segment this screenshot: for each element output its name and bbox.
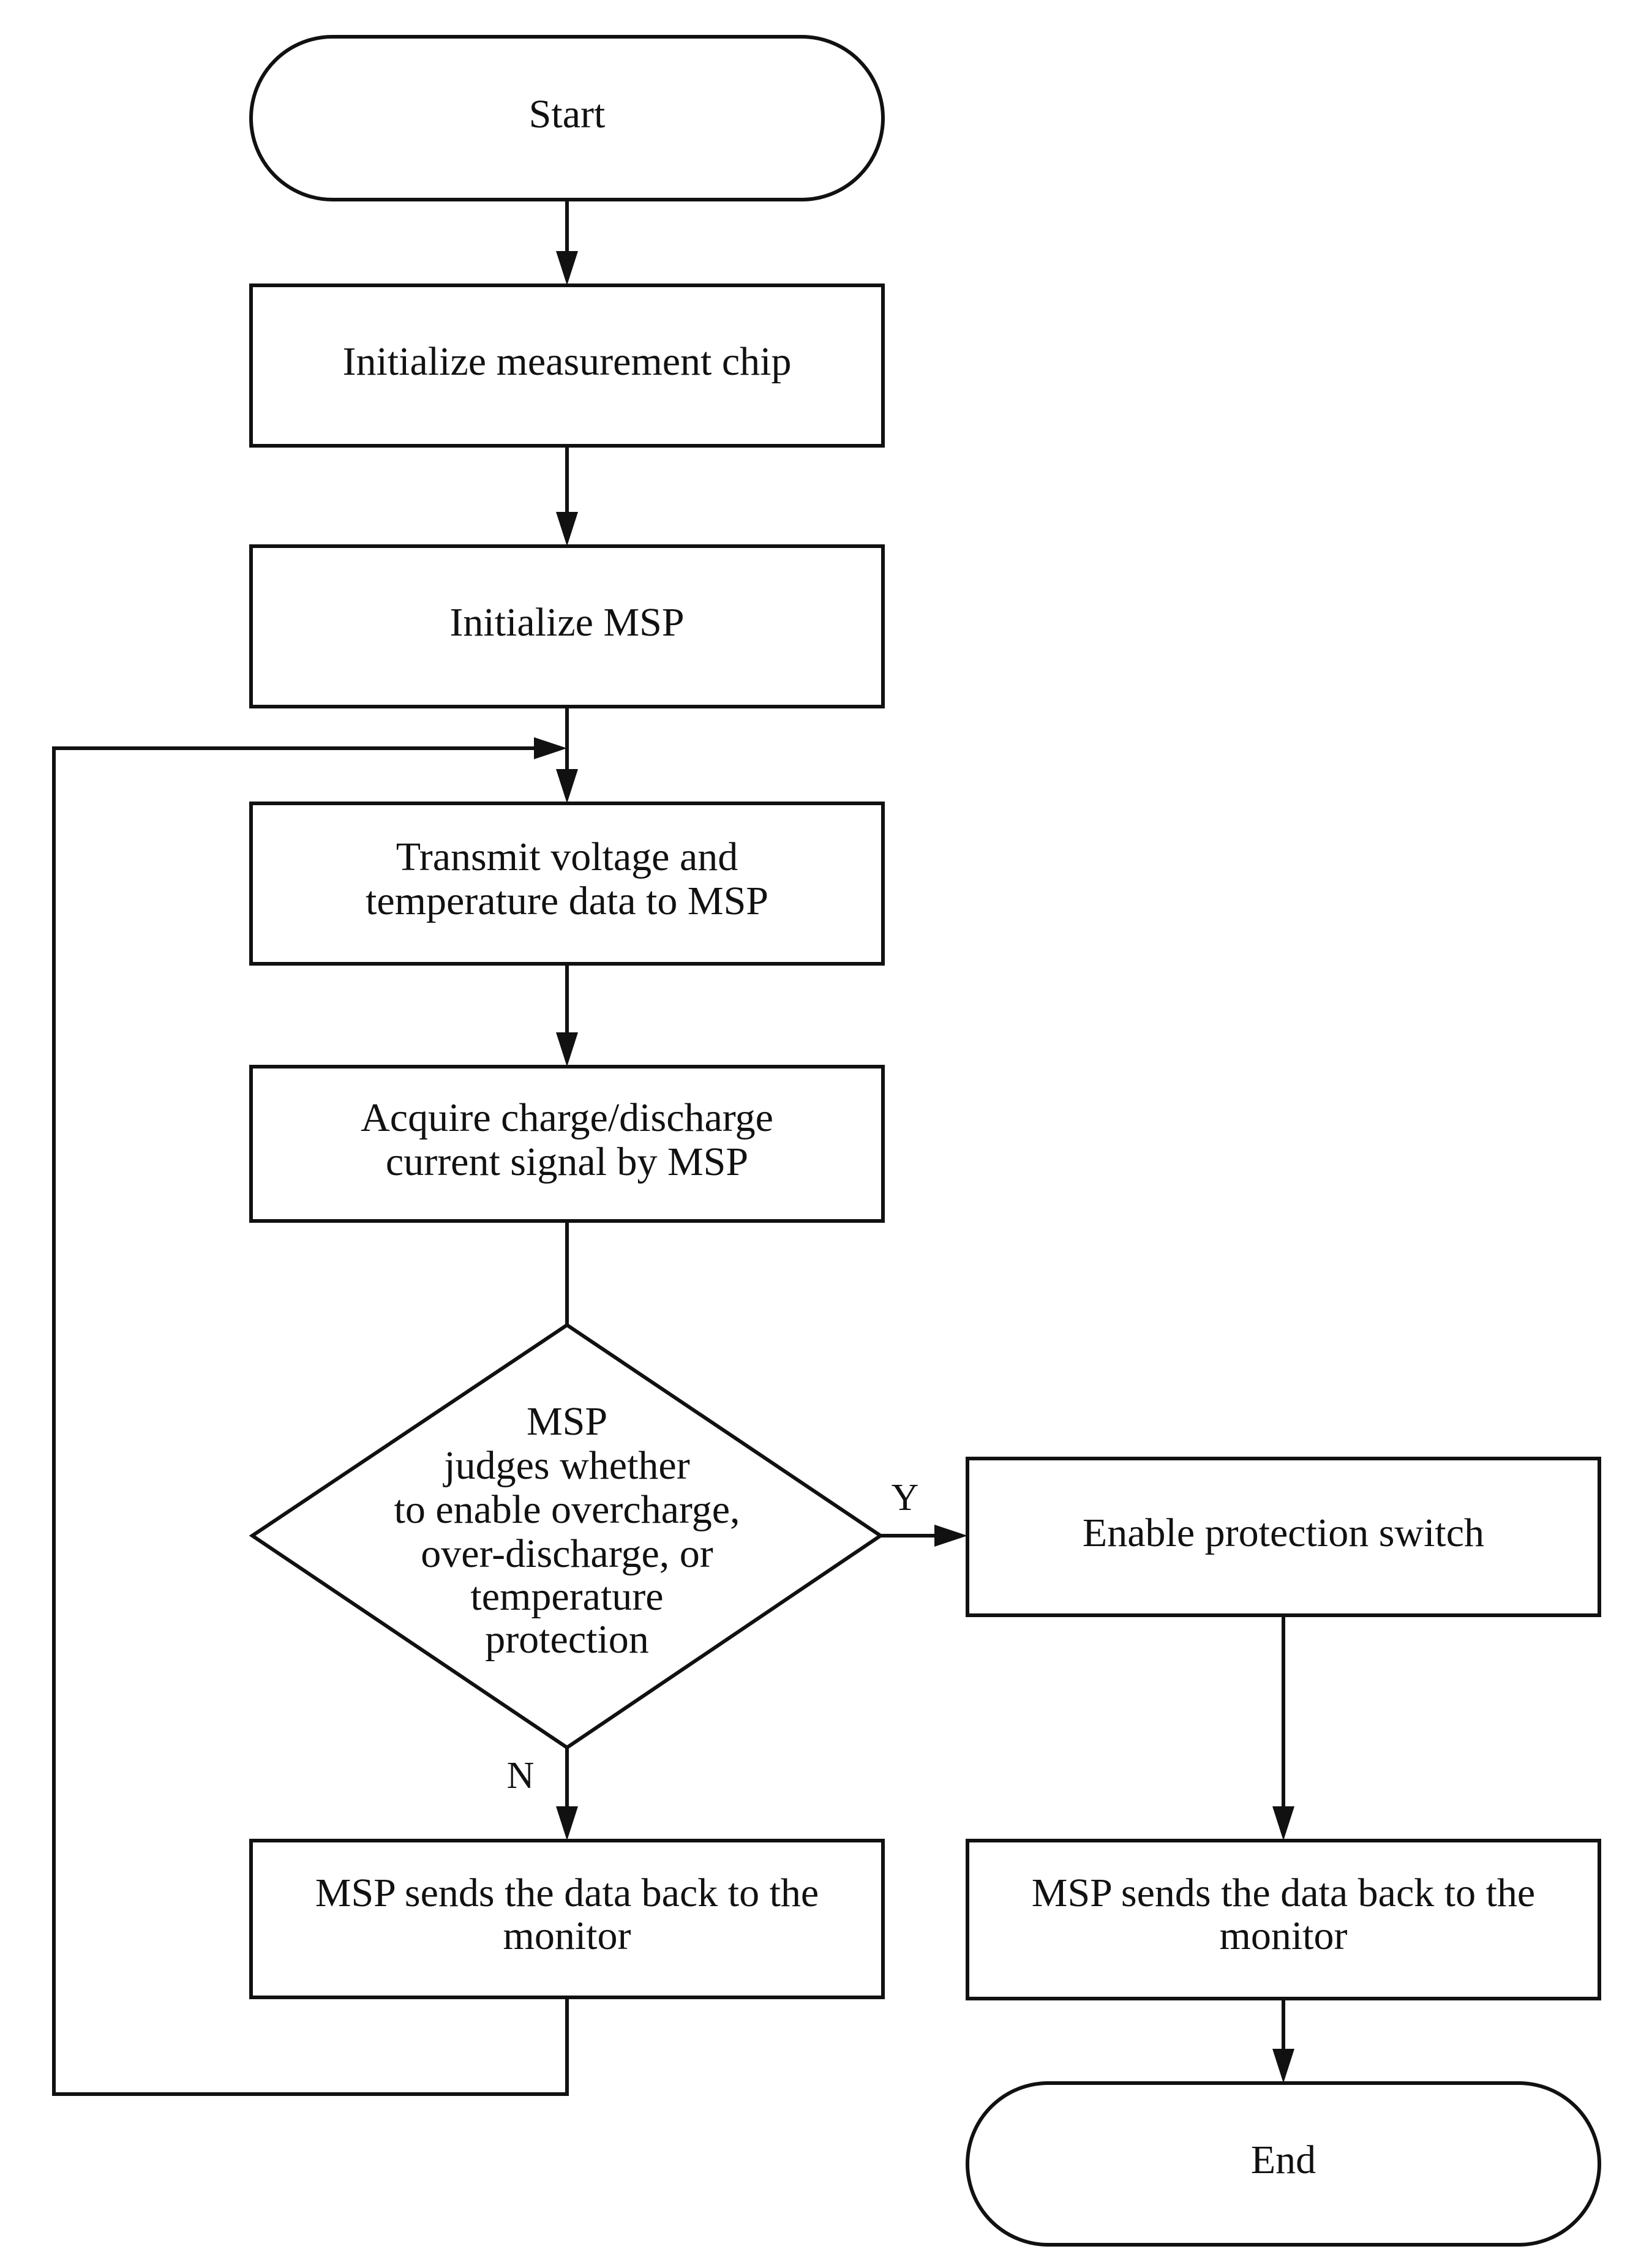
end-label: End	[1251, 2138, 1316, 2182]
arrowhead-init-chip	[556, 251, 578, 285]
enable-switch-label: Enable protection switch	[1083, 1511, 1484, 1555]
arrowhead-send-back-right	[1272, 1806, 1294, 1841]
init-chip-label: Initialize measurement chip	[342, 339, 791, 384]
send-back-right-label-line-2: monitor	[1220, 1913, 1348, 1958]
send-back-left-box: MSP sends the data back to the monitor	[249, 1839, 885, 1999]
arrowhead-loop-back	[534, 737, 567, 759]
init-chip-box: Initialize measurement chip	[249, 284, 885, 448]
arrowhead-acquire	[556, 1032, 578, 1067]
init-msp-box: Initialize MSP	[249, 544, 885, 708]
arrowhead-end	[1272, 2049, 1294, 2083]
end-terminal: End	[966, 2081, 1601, 2247]
init-msp-label: Initialize MSP	[449, 600, 684, 645]
arrowhead-init-msp	[556, 512, 578, 546]
decision-label-line-2: judges whether	[443, 1443, 689, 1488]
start-label: Start	[529, 92, 606, 137]
yes-branch-label: Y	[892, 1477, 919, 1519]
decision-label-line-5: temperature	[470, 1574, 663, 1619]
decision-label-line-3: to enable overcharge,	[394, 1487, 740, 1532]
send-back-left-label-line-1: MSP sends the data back to the	[315, 1871, 819, 1915]
transmit-label-line-1: Transmit voltage and	[396, 835, 738, 879]
transmit-box: Transmit voltage and temperature data to…	[249, 802, 885, 966]
start-terminal: Start	[249, 35, 885, 201]
decision-label-line-4: over-discharge, or	[421, 1531, 713, 1576]
acquire-label-line-2: current signal by MSP	[386, 1140, 748, 1184]
decision-diamond: MSP judges whether to enable overcharge,…	[249, 1323, 884, 1750]
acquire-label-line-1: Acquire charge/discharge	[361, 1095, 773, 1140]
loop-back-connector	[52, 746, 569, 2096]
no-branch-label: N	[507, 1755, 535, 1797]
send-back-right-label-line-1: MSP sends the data back to the	[1032, 1871, 1535, 1915]
transmit-label-line-2: temperature data to MSP	[366, 879, 768, 923]
decision-label-line-1: MSP	[527, 1399, 607, 1444]
decision-label-line-6: protection	[485, 1617, 649, 1662]
connectors	[52, 200, 1294, 2096]
arrowhead-transmit	[556, 769, 578, 803]
arrowhead-send-back-left	[556, 1806, 578, 1841]
send-back-right-box: MSP sends the data back to the monitor	[966, 1839, 1601, 2000]
acquire-box: Acquire charge/discharge current signal …	[249, 1065, 885, 1223]
arrowhead-enable-switch	[934, 1525, 967, 1547]
enable-switch-box: Enable protection switch	[966, 1457, 1601, 1617]
send-back-left-label-line-2: monitor	[503, 1913, 631, 1958]
